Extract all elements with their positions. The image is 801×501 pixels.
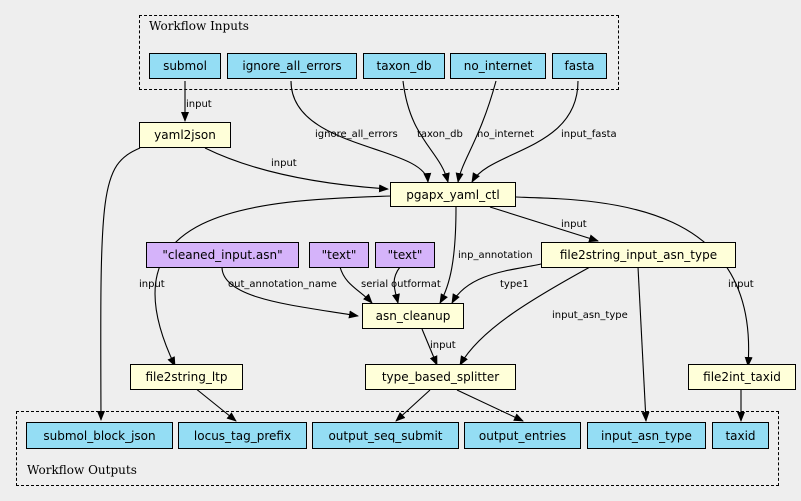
edge-nointernet-ctl [455, 80, 497, 183]
edge-label-outformat: outformat [391, 279, 441, 290]
edge-label-out-annotation-name: out_annotation_name [228, 279, 337, 290]
step-file2string-input-asn-type[interactable]: file2string_input_asn_type [541, 242, 736, 268]
input-ignore-all-errors[interactable]: ignore_all_errors [227, 53, 357, 79]
edge-yaml2json-submolblock [96, 147, 141, 421]
edge-text1-asncleanup [339, 266, 373, 304]
workflow-outputs-cluster [16, 411, 779, 486]
edge-ctl-file2int [515, 196, 753, 367]
step-file2int-taxid[interactable]: file2int_taxid [688, 364, 796, 390]
edge-text2-asncleanup [392, 266, 401, 304]
output-input-asn-type[interactable]: input_asn_type [587, 422, 706, 449]
edge-asncleanup-splitter [421, 328, 438, 366]
step-type-based-splitter[interactable]: type_based_splitter [365, 364, 516, 390]
edge-label-taxid-input: input [728, 279, 754, 290]
edge-label-inp-annotation: inp_annotation [458, 250, 533, 261]
edge-label-input-fasta: input_fasta [561, 129, 617, 140]
step-pgapx-yaml-ctl[interactable]: pgapx_yaml_ctl [390, 182, 516, 207]
step-yaml2json[interactable]: yaml2json [139, 122, 231, 148]
output-submol-block-json[interactable]: submol_block_json [26, 422, 173, 449]
edge-label-ignore-all-errors: ignore_all_errors [315, 129, 398, 140]
edge-ignore-ctl [290, 80, 432, 183]
const-text-outformat[interactable]: "text" [375, 242, 435, 268]
edge-fasta-ctl [471, 80, 579, 183]
workflow-outputs-label: Workflow Outputs [27, 463, 137, 477]
edge-ltp-locustag [194, 387, 237, 422]
edge-splitter-entries [456, 389, 524, 422]
step-asn-cleanup[interactable]: asn_cleanup [362, 303, 464, 329]
edge-label-file2string-input: input [561, 219, 587, 230]
edge-label-input-asn-type: input_asn_type [552, 310, 628, 321]
input-no-internet[interactable]: no_internet [450, 53, 546, 79]
const-text-serial[interactable]: "text" [309, 242, 369, 268]
step-file2string-ltp[interactable]: file2string_ltp [130, 364, 243, 390]
edge-taxon-ctl [402, 80, 450, 183]
input-fasta[interactable]: fasta [552, 53, 607, 79]
edge-cleaned-asncleanup [221, 266, 359, 319]
const-cleaned-input-asn[interactable]: "cleaned_input.asn" [146, 242, 299, 268]
edge-label-yaml2json-input: input [271, 158, 297, 169]
edge-asntype-inputasntype [637, 266, 650, 422]
edge-ctl-file2string-asntype [489, 206, 599, 243]
edge-label-cleanup-input: input [430, 340, 456, 351]
output-seq-submit[interactable]: output_seq_submit [312, 422, 459, 449]
workflow-inputs-label: Workflow Inputs [149, 19, 249, 33]
workflow-inputs-cluster [139, 15, 619, 90]
edge-asntype-splitter [459, 266, 591, 366]
edge-ctl-file2stringltp [154, 195, 393, 367]
edge-label-ltp-input: input [139, 279, 165, 290]
input-submol[interactable]: submol [149, 53, 221, 79]
edge-label-type1: type1 [500, 279, 529, 290]
edge-ctl-asncleanup [439, 206, 457, 304]
edge-label-no-internet: no_internet [477, 129, 534, 140]
output-taxid[interactable]: taxid [712, 422, 769, 449]
output-entries[interactable]: output_entries [464, 422, 581, 449]
edge-label-serial: serial [361, 279, 389, 290]
output-locus-tag-prefix[interactable]: locus_tag_prefix [178, 422, 307, 449]
edge-label-submol-input: input [186, 99, 212, 110]
edge-label-taxon-db: taxon_db [417, 129, 463, 140]
edge-asntype-asncleanup [451, 262, 546, 304]
input-taxon-db[interactable]: taxon_db [363, 53, 445, 79]
edge-splitter-seqsubmit [395, 389, 431, 422]
edge-yaml2json-ctl [204, 147, 389, 193]
